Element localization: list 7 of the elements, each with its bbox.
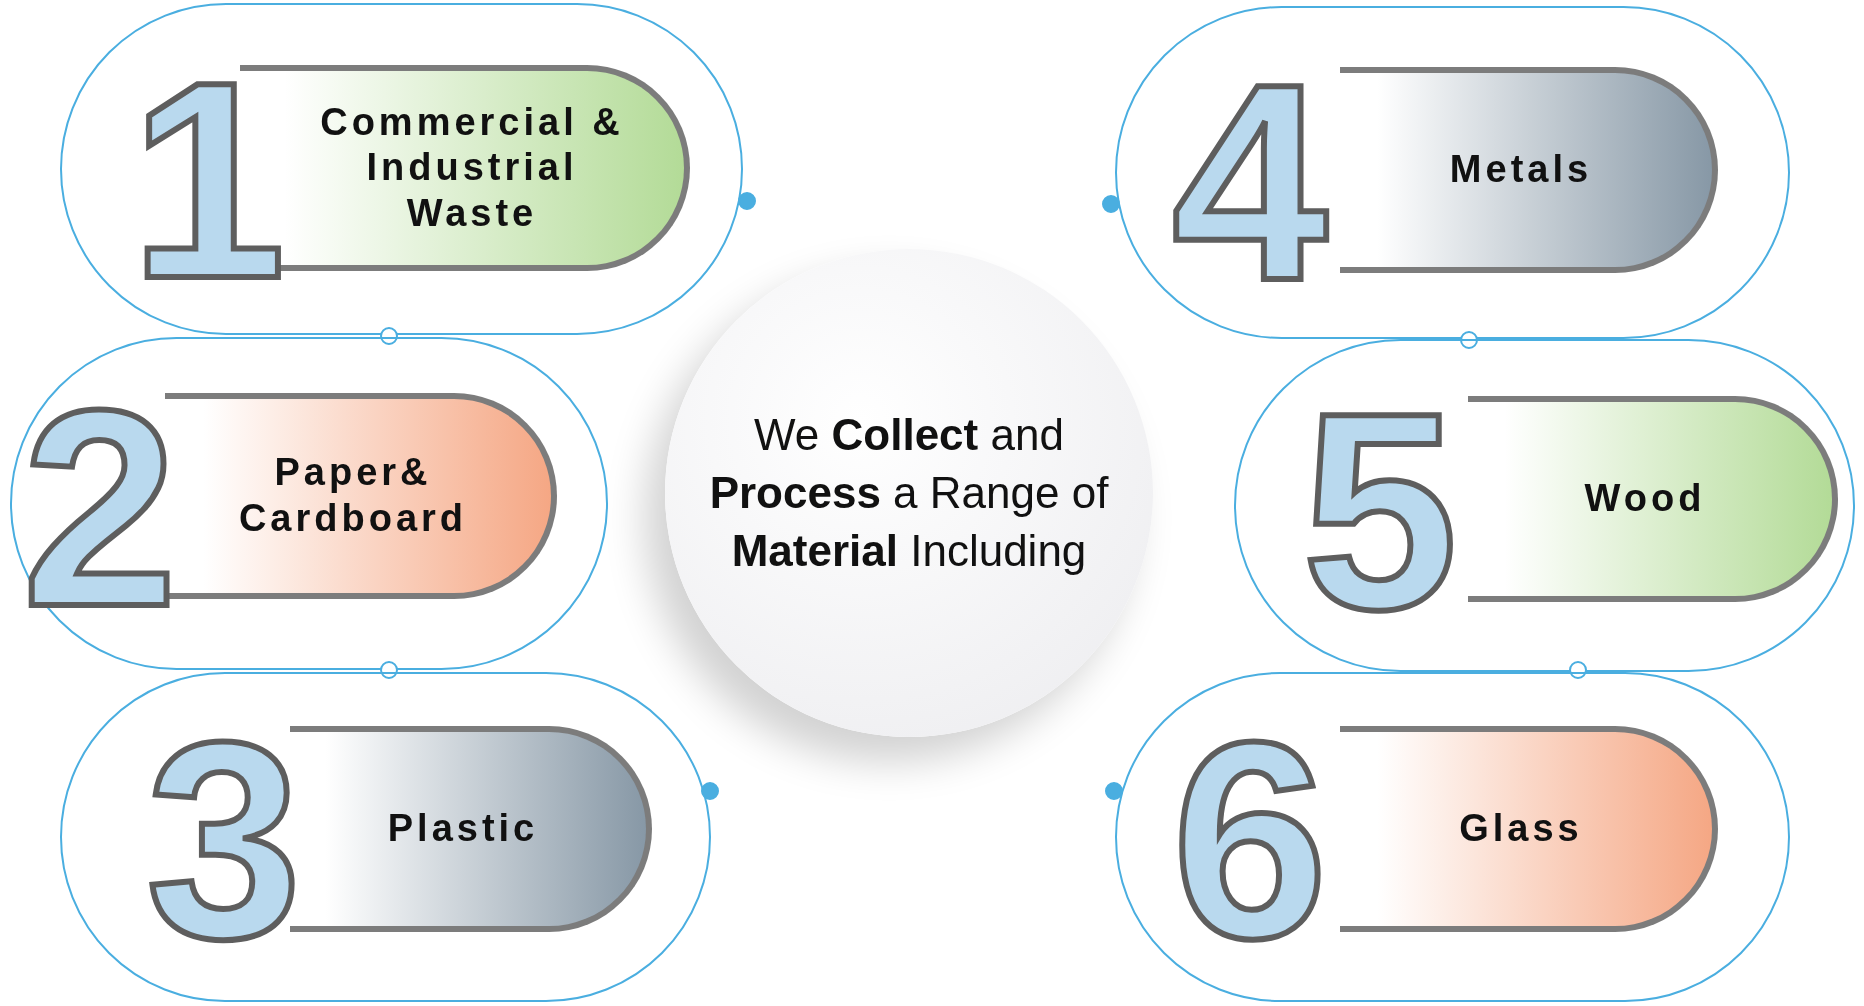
step-number: 6 (1172, 700, 1328, 980)
category-pill: Wood (1468, 396, 1838, 602)
center-text: We Collect and Process a Range of Material Including (708, 408, 1110, 578)
category-pill: Metals (1340, 67, 1718, 273)
step-number: 4 (1172, 42, 1328, 322)
category-pill: Glass (1340, 726, 1718, 932)
step-number: 5 (1302, 371, 1458, 651)
